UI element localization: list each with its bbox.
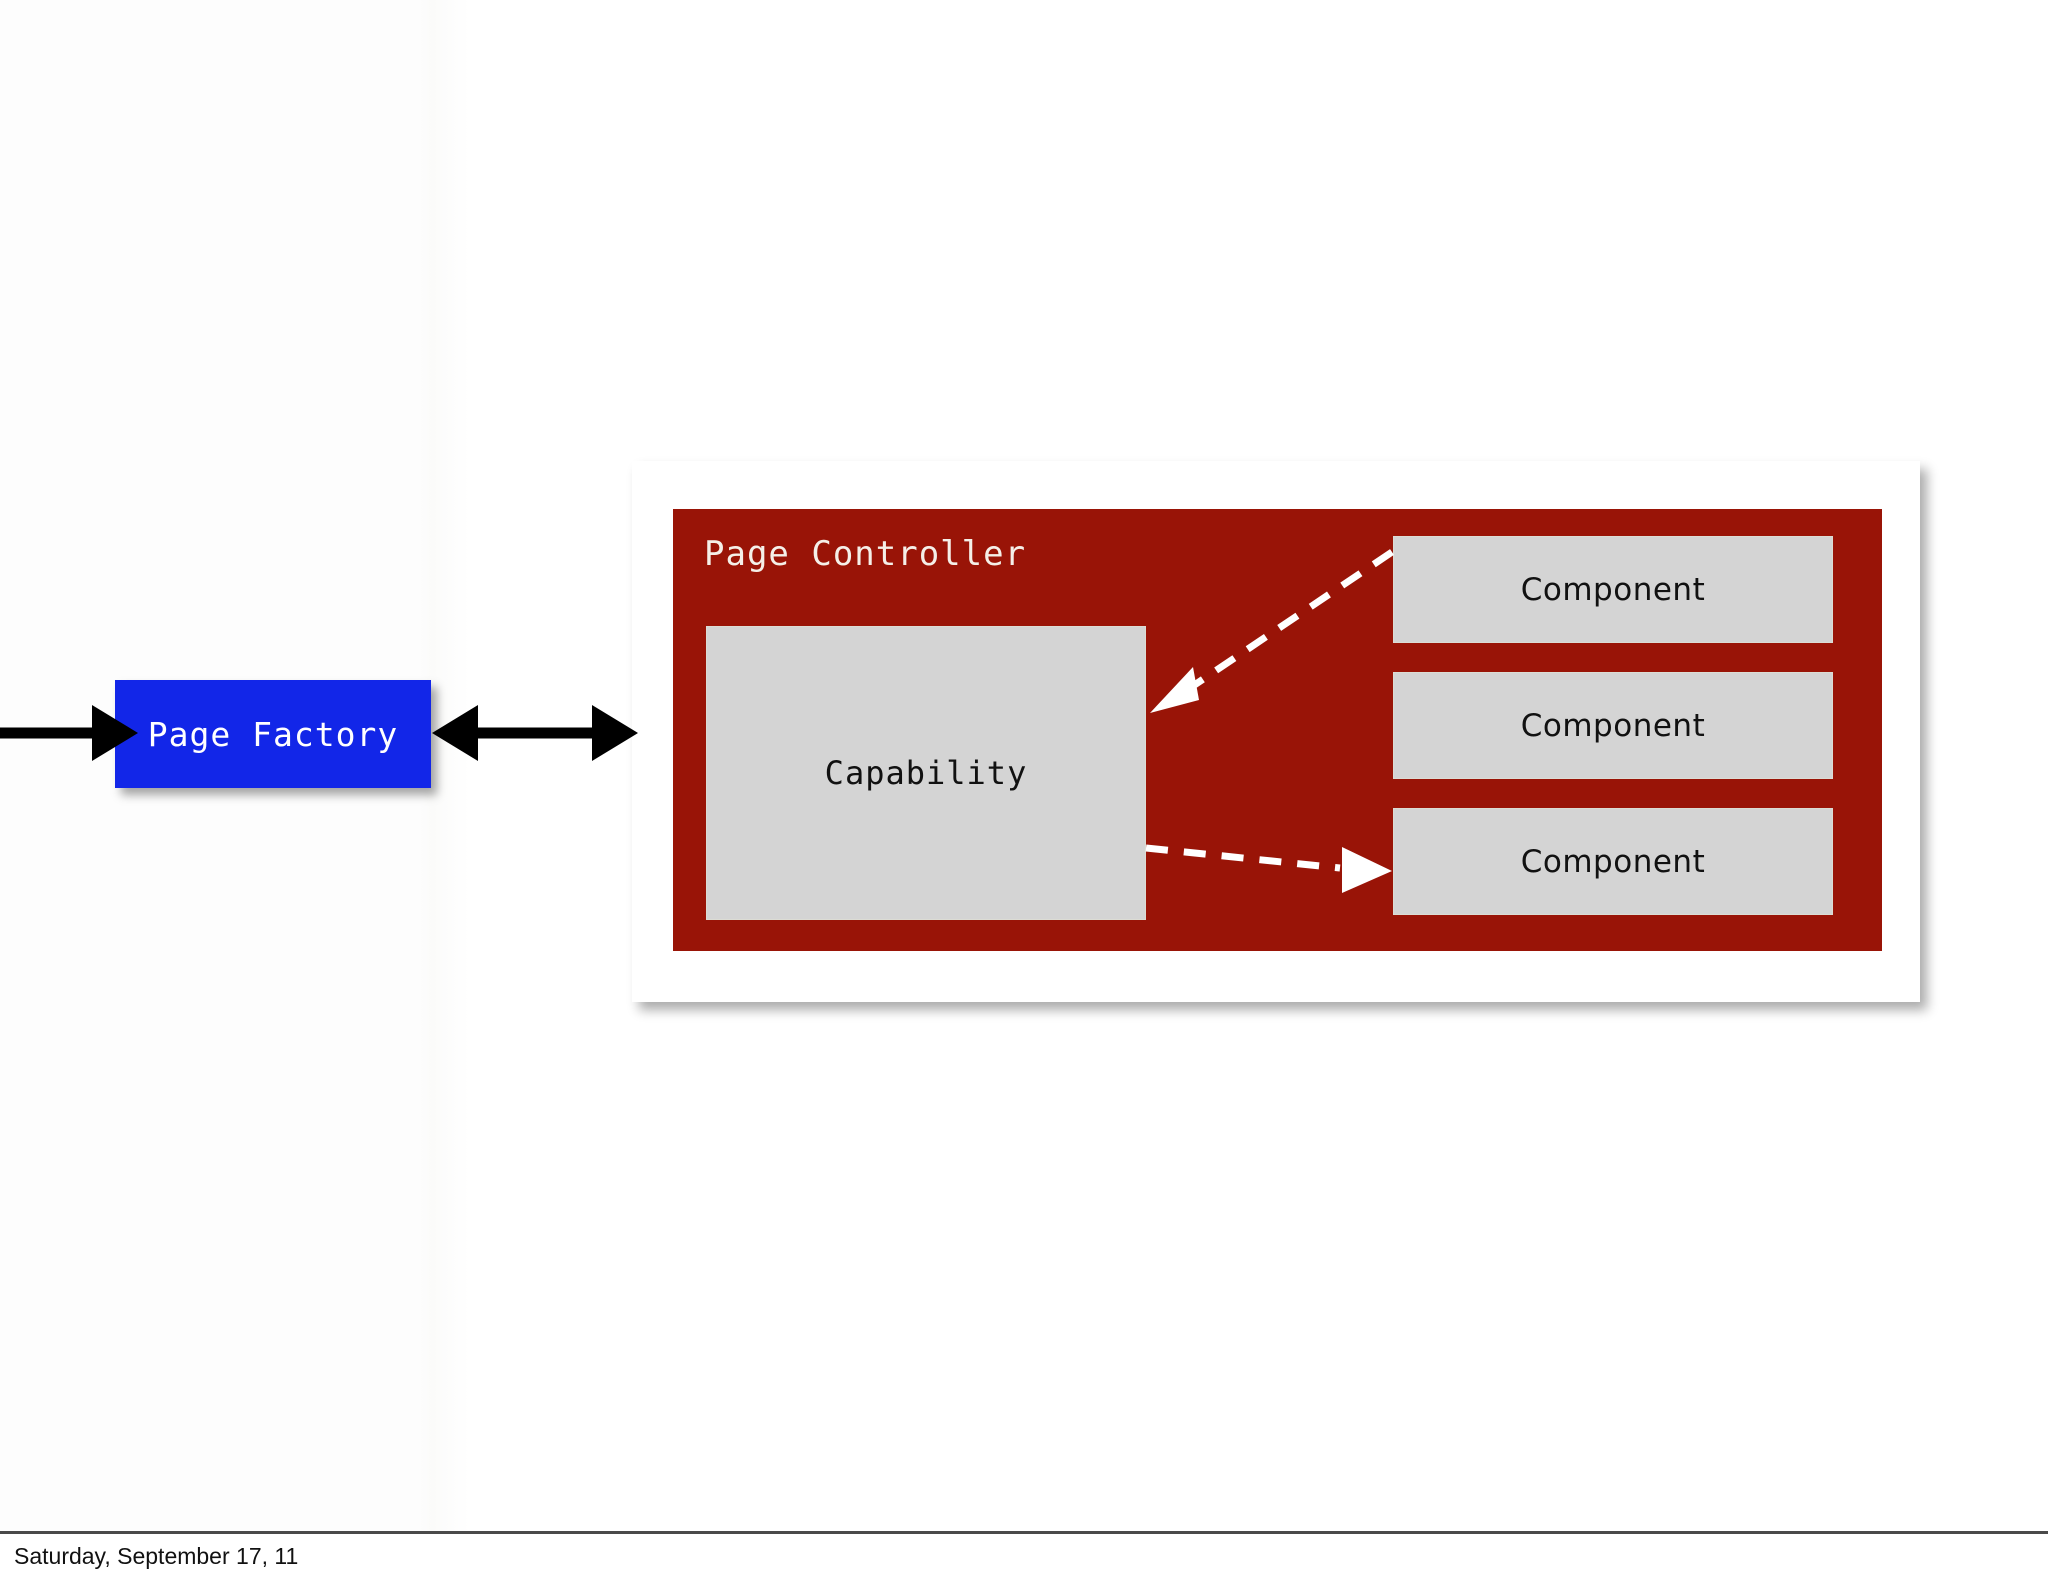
- footer-date: Saturday, September 17, 11: [14, 1543, 299, 1569]
- page-controller-title: Page Controller: [704, 534, 1027, 574]
- component-block-3[interactable]: Component: [1393, 808, 1833, 915]
- page-factory-block[interactable]: Page Factory: [115, 680, 431, 788]
- component-label-2: Component: [1520, 707, 1706, 744]
- component-label-1: Component: [1520, 571, 1706, 608]
- component-label-3: Component: [1520, 843, 1706, 880]
- component-block-1[interactable]: Component: [1393, 536, 1833, 643]
- page-factory-label: Page Factory: [147, 714, 399, 754]
- capability-label: Capability: [824, 754, 1028, 792]
- capability-block[interactable]: Capability: [706, 626, 1146, 920]
- footer-separator: [0, 1531, 2048, 1534]
- component-block-2[interactable]: Component: [1393, 672, 1833, 779]
